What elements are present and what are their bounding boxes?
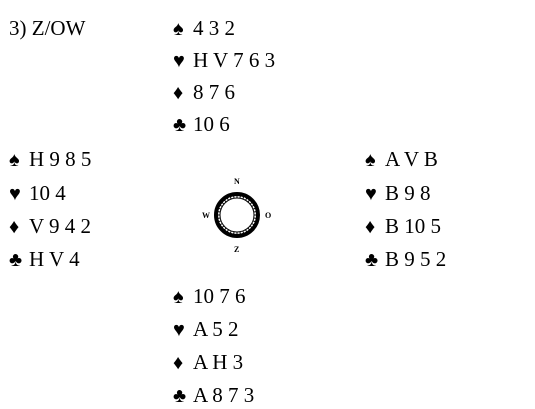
compass-tick	[217, 220, 222, 223]
compass-tick	[220, 201, 225, 205]
heart-icon: ♥	[9, 183, 21, 205]
compass-tick	[229, 230, 232, 235]
east-spades-cards: A V B	[385, 147, 438, 171]
west-spades: ♠ H 9 8 5	[9, 147, 91, 172]
compass-south-label: Z	[234, 245, 239, 254]
compass-tick	[232, 231, 235, 236]
south-spades-cards: 10 7 6	[193, 284, 246, 308]
compass-tick	[239, 231, 242, 236]
compass-tick	[229, 195, 232, 200]
south-diamonds: ♦ A H 3	[173, 350, 243, 375]
compass-east-label: O	[265, 211, 271, 220]
diamond-icon: ♦	[173, 352, 184, 374]
heart-icon: ♥	[365, 183, 377, 205]
north-hearts: ♥ H V 7 6 3	[173, 48, 275, 73]
compass-tick	[253, 217, 258, 220]
compass-tick	[251, 204, 256, 207]
north-spades-cards: 4 3 2	[193, 16, 235, 40]
north-clubs: ♣ 10 6	[173, 112, 230, 137]
compass-tick	[223, 198, 227, 203]
club-icon: ♣	[173, 114, 187, 136]
south-clubs-cards: A 8 7 3	[193, 383, 255, 407]
compass-tick	[249, 225, 254, 229]
diamond-icon: ♦	[9, 216, 20, 238]
east-clubs: ♣ B 9 5 2	[365, 247, 446, 272]
west-diamonds: ♦ V 9 4 2	[9, 214, 91, 239]
east-hearts: ♥ B 9 8	[365, 181, 431, 206]
east-clubs-cards: B 9 5 2	[385, 247, 447, 271]
compass-tick	[245, 196, 248, 201]
west-clubs-cards: H V 4	[29, 247, 80, 271]
east-spades: ♠ A V B	[365, 147, 438, 172]
north-clubs-cards: 10 6	[193, 112, 230, 136]
heart-icon: ♥	[173, 319, 185, 341]
compass-north-label: N	[234, 177, 240, 186]
compass-tick	[251, 223, 256, 226]
club-icon: ♣	[9, 249, 23, 271]
compass-tick	[216, 217, 221, 220]
compass-tick	[239, 194, 242, 199]
deal-title: 3) Z/OW	[9, 16, 86, 40]
compass-tick	[218, 204, 223, 207]
spade-icon: ♠	[173, 286, 184, 308]
compass-tick	[245, 229, 248, 234]
compass-tick	[220, 225, 225, 229]
compass-tick	[242, 195, 245, 200]
diamond-icon: ♦	[173, 82, 184, 104]
compass-tick	[249, 201, 254, 205]
club-icon: ♣	[173, 385, 187, 407]
diamond-icon: ♦	[365, 216, 376, 238]
compass-west-label: W	[202, 211, 210, 220]
compass-tick	[226, 196, 229, 201]
west-hearts: ♥ 10 4	[9, 181, 66, 206]
compass-tick	[217, 207, 222, 210]
compass-tick	[218, 223, 223, 226]
east-hearts-cards: B 9 8	[385, 181, 431, 205]
south-clubs: ♣ A 8 7 3	[173, 383, 254, 408]
east-diamonds-cards: B 10 5	[385, 214, 442, 238]
north-diamonds-cards: 8 7 6	[193, 80, 235, 104]
spade-icon: ♠	[173, 18, 184, 40]
north-hearts-cards: H V 7 6 3	[193, 48, 276, 72]
club-icon: ♣	[365, 249, 379, 271]
compass-tick	[232, 194, 235, 199]
north-diamonds: ♦ 8 7 6	[173, 80, 235, 105]
south-spades: ♠ 10 7 6	[173, 284, 246, 309]
spade-icon: ♠	[365, 149, 376, 171]
compass-tick	[226, 229, 229, 234]
compass-tick	[247, 198, 251, 203]
spade-icon: ♠	[9, 149, 20, 171]
compass-tick	[252, 207, 257, 210]
east-diamonds: ♦ B 10 5	[365, 214, 441, 239]
west-hearts-cards: 10 4	[29, 181, 66, 205]
compass-tick	[252, 220, 257, 223]
compass-tick	[253, 210, 258, 213]
compass-tick	[242, 230, 245, 235]
west-diamonds-cards: V 9 4 2	[29, 214, 92, 238]
south-diamonds-cards: A H 3	[193, 350, 244, 374]
compass-tick	[223, 227, 227, 232]
south-hearts-cards: A 5 2	[193, 317, 239, 341]
compass-icon: N O Z W	[202, 177, 271, 254]
heart-icon: ♥	[173, 50, 185, 72]
north-spades: ♠ 4 3 2	[173, 16, 235, 41]
west-spades-cards: H 9 8 5	[29, 147, 92, 171]
compass-tick	[216, 210, 221, 213]
compass-tick	[247, 227, 251, 232]
west-clubs: ♣ H V 4	[9, 247, 80, 272]
south-hearts: ♥ A 5 2	[173, 317, 239, 342]
